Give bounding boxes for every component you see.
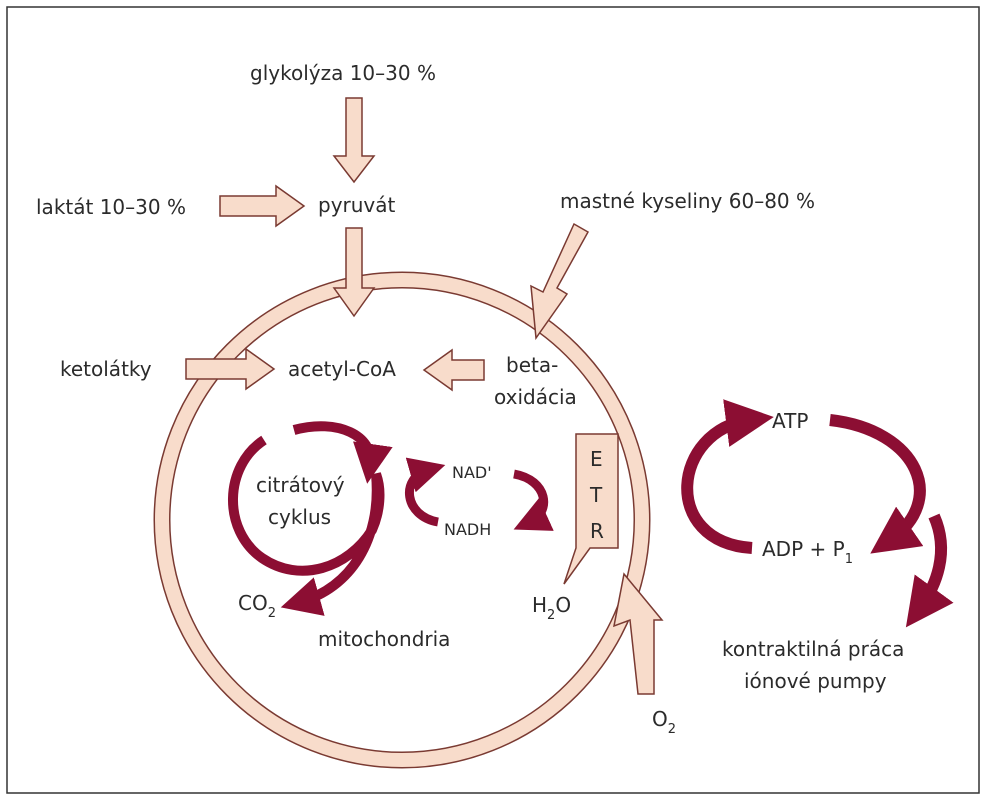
beta-to-acetyl-arrow bbox=[422, 348, 485, 392]
co2-label: CO2 bbox=[238, 591, 276, 621]
h2o-label: H2O bbox=[532, 593, 571, 623]
etr-label-r: R bbox=[590, 519, 604, 543]
work-label-1: kontraktilná práca bbox=[722, 637, 904, 661]
pyruvate-arrow bbox=[332, 227, 376, 318]
nad-label: NAD' bbox=[452, 463, 492, 482]
nadh-to-nad-arrow bbox=[404, 457, 446, 527]
etr-label-e: E bbox=[590, 447, 603, 471]
glycolysis-label: glykolýza 10–30 % bbox=[250, 61, 436, 85]
citrate-cycle-label-1: citrátový bbox=[256, 473, 345, 497]
diagram-border bbox=[6, 6, 980, 794]
beta-oxidation-label-2: oxidácia bbox=[494, 385, 577, 409]
fatty-acids-label: mastné kyseliny 60–80 % bbox=[560, 189, 815, 213]
beta-oxidation-label-1: beta- bbox=[506, 353, 558, 377]
nad-to-nadh-arrow bbox=[512, 469, 554, 531]
citrate-cycle-arrow-main bbox=[228, 435, 385, 616]
etr-label-t: T bbox=[589, 483, 603, 507]
citrate-cycle-arrow-top bbox=[292, 421, 393, 484]
lactate-arrow bbox=[219, 184, 306, 228]
work-arrow bbox=[905, 513, 954, 628]
fatty-acids-arrow bbox=[530, 222, 590, 341]
atp-label: ATP bbox=[772, 409, 808, 433]
etr-box bbox=[563, 433, 619, 585]
pyruvate-label: pyruvát bbox=[318, 193, 396, 217]
acetyl-coa-label: acetyl-CoA bbox=[288, 357, 396, 381]
ketones-label: ketolátky bbox=[60, 357, 152, 381]
oxygen-arrow bbox=[613, 572, 664, 695]
lactate-label: laktát 10–30 % bbox=[36, 195, 186, 219]
mitochondrion-ring-fill bbox=[155, 273, 649, 767]
citrate-cycle-label-2: cyklus bbox=[268, 505, 331, 529]
nadh-label: NADH bbox=[444, 520, 491, 539]
mitochondria-label: mitochondria bbox=[318, 627, 450, 651]
o2-label: O2 bbox=[652, 707, 676, 737]
adp-to-atp-arrow bbox=[681, 399, 774, 554]
adp-label: ADP + P1 bbox=[762, 537, 853, 567]
work-label-2: iónové pumpy bbox=[744, 669, 887, 693]
atp-to-adp-arrow bbox=[829, 414, 926, 554]
ketones-arrow bbox=[185, 347, 276, 391]
glycolysis-arrow bbox=[332, 97, 376, 184]
